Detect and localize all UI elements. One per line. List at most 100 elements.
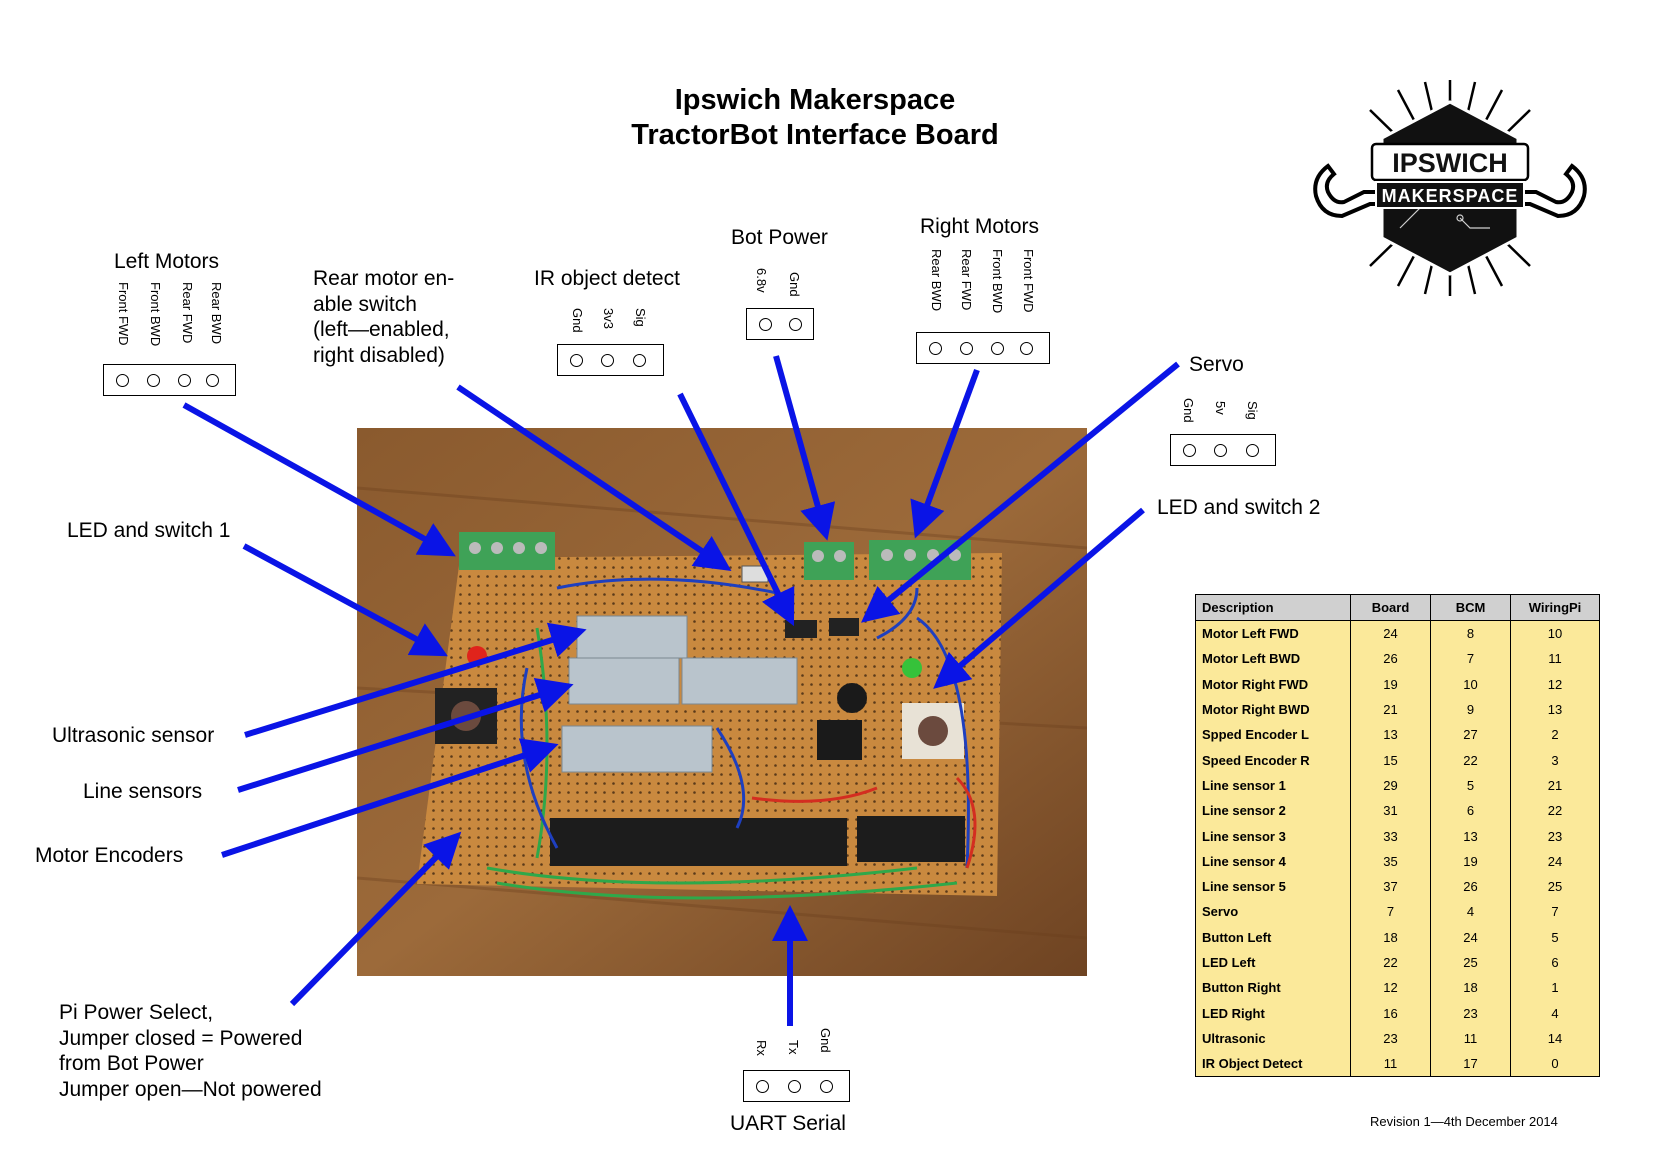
right-motors-pin-1: Rear BWD bbox=[929, 249, 944, 312]
servo-header bbox=[1170, 434, 1276, 466]
uart-pin-1: Rx bbox=[754, 1040, 769, 1056]
pin-description: Motor Right FWD bbox=[1195, 671, 1351, 697]
bcm-pin: 22 bbox=[1430, 747, 1511, 773]
left-motors-header bbox=[103, 364, 236, 396]
pin-description: Line sensor 4 bbox=[1195, 848, 1351, 874]
makerspace-logo: IPSWICH MAKERSPACE bbox=[1310, 78, 1590, 298]
wiringpi-pin: 7 bbox=[1510, 899, 1600, 925]
bcm-pin: 24 bbox=[1430, 924, 1511, 950]
wiringpi-pin: 21 bbox=[1510, 772, 1600, 799]
right-motors-label: Right Motors bbox=[920, 215, 1040, 238]
pi-power-label-1: Pi Power Select, bbox=[59, 1001, 214, 1024]
title-line-1: Ipswich Makerspace bbox=[674, 84, 956, 116]
wiringpi-pin: 14 bbox=[1510, 1025, 1600, 1052]
wiringpi-pin: 5 bbox=[1510, 924, 1600, 950]
bcm-pin: 6 bbox=[1430, 798, 1511, 824]
pin-description: IR Object Detect bbox=[1195, 1051, 1351, 1077]
bcm-pin: 4 bbox=[1430, 899, 1511, 925]
pin-description: Button Left bbox=[1195, 924, 1351, 950]
pin-hole bbox=[756, 1079, 769, 1093]
wiringpi-pin: 0 bbox=[1510, 1051, 1600, 1077]
left-motors-label: Left Motors bbox=[114, 250, 220, 273]
uart-label: UART Serial bbox=[730, 1112, 846, 1135]
pin-description: Spped Encoder L bbox=[1195, 722, 1351, 748]
rear-switch-label-4: right disabled) bbox=[313, 344, 445, 367]
uart-header bbox=[743, 1070, 850, 1102]
board-pin: 12 bbox=[1350, 975, 1431, 1001]
bot-power-label: Bot Power bbox=[731, 226, 828, 249]
pin-hole bbox=[788, 1079, 801, 1093]
board-pin: 24 bbox=[1350, 620, 1431, 647]
led-switch-1-label: LED and switch 1 bbox=[67, 519, 231, 542]
pin-hole bbox=[1246, 443, 1259, 457]
rear-switch-label-2: able switch bbox=[313, 293, 417, 316]
board-pin: 31 bbox=[1350, 798, 1431, 824]
logo-top-text: IPSWICH bbox=[1392, 148, 1508, 178]
pi-power-label-4: Jumper open—Not powered bbox=[59, 1078, 322, 1101]
ir-pin-3: Sig bbox=[633, 308, 648, 327]
pin-hole bbox=[601, 353, 614, 367]
wiringpi-pin: 11 bbox=[1510, 646, 1600, 672]
wiringpi-pin: 12 bbox=[1510, 671, 1600, 697]
ir-detect-header bbox=[557, 344, 664, 376]
right-motors-header bbox=[916, 332, 1050, 364]
bcm-pin: 11 bbox=[1430, 1025, 1511, 1052]
bot-power-pin-2: Gnd bbox=[787, 272, 802, 297]
pin-description: Servo bbox=[1195, 899, 1351, 925]
pin-hole bbox=[147, 373, 160, 387]
board-photo bbox=[356, 428, 1088, 976]
ir-detect-label: IR object detect bbox=[534, 267, 680, 290]
bot-power-pin-1: 6.8v bbox=[754, 268, 769, 293]
bcm-pin: 5 bbox=[1430, 772, 1511, 799]
bcm-pin: 10 bbox=[1430, 671, 1511, 697]
bcm-pin: 8 bbox=[1430, 620, 1511, 647]
uart-pin-2: Tx bbox=[786, 1040, 801, 1055]
line-sensors-label: Line sensors bbox=[83, 780, 203, 803]
uart-pin-3: Gnd bbox=[818, 1028, 833, 1053]
board-pin: 33 bbox=[1350, 823, 1431, 849]
bcm-pin: 19 bbox=[1430, 848, 1511, 874]
pin-description: Speed Encoder R bbox=[1195, 747, 1351, 773]
servo-pin-2: 5v bbox=[1213, 401, 1228, 415]
pin-description: Line sensor 5 bbox=[1195, 873, 1351, 900]
wiringpi-pin: 6 bbox=[1510, 949, 1600, 976]
board-pin: 29 bbox=[1350, 772, 1431, 799]
wiringpi-pin: 25 bbox=[1510, 873, 1600, 900]
ultrasonic-label: Ultrasonic sensor bbox=[52, 724, 215, 747]
pin-hole bbox=[1214, 443, 1227, 457]
pin-description: LED Left bbox=[1195, 949, 1351, 976]
wiringpi-pin: 1 bbox=[1510, 975, 1600, 1001]
pin-description: Motor Right BWD bbox=[1195, 696, 1351, 723]
bcm-pin: 9 bbox=[1430, 696, 1511, 723]
left-motors-pin-2: Front BWD bbox=[148, 282, 163, 347]
left-motors-pin-4: Rear BWD bbox=[209, 282, 224, 345]
wiringpi-pin: 4 bbox=[1510, 1000, 1600, 1026]
wiringpi-pin: 13 bbox=[1510, 696, 1600, 723]
wiringpi-pin: 2 bbox=[1510, 722, 1600, 748]
pin-hole bbox=[1020, 341, 1033, 355]
pin-hole bbox=[206, 373, 219, 387]
servo-pin-3: Sig bbox=[1245, 401, 1260, 420]
ir-pin-2: 3v3 bbox=[601, 308, 616, 329]
pin-hole bbox=[178, 373, 191, 387]
bcm-pin: 27 bbox=[1430, 722, 1511, 748]
board-pin: 22 bbox=[1350, 949, 1431, 976]
pin-hole bbox=[116, 373, 129, 387]
pin-description: LED Right bbox=[1195, 1000, 1351, 1026]
servo-pin-1: Gnd bbox=[1181, 398, 1196, 423]
pi-power-label-3: from Bot Power bbox=[59, 1052, 204, 1075]
led-switch-2-label: LED and switch 2 bbox=[1157, 496, 1321, 519]
pi-power-label-2: Jumper closed = Powered bbox=[59, 1027, 303, 1050]
wiringpi-pin: 23 bbox=[1510, 823, 1600, 849]
bcm-pin: 7 bbox=[1430, 646, 1511, 672]
servo-label: Servo bbox=[1189, 353, 1244, 376]
